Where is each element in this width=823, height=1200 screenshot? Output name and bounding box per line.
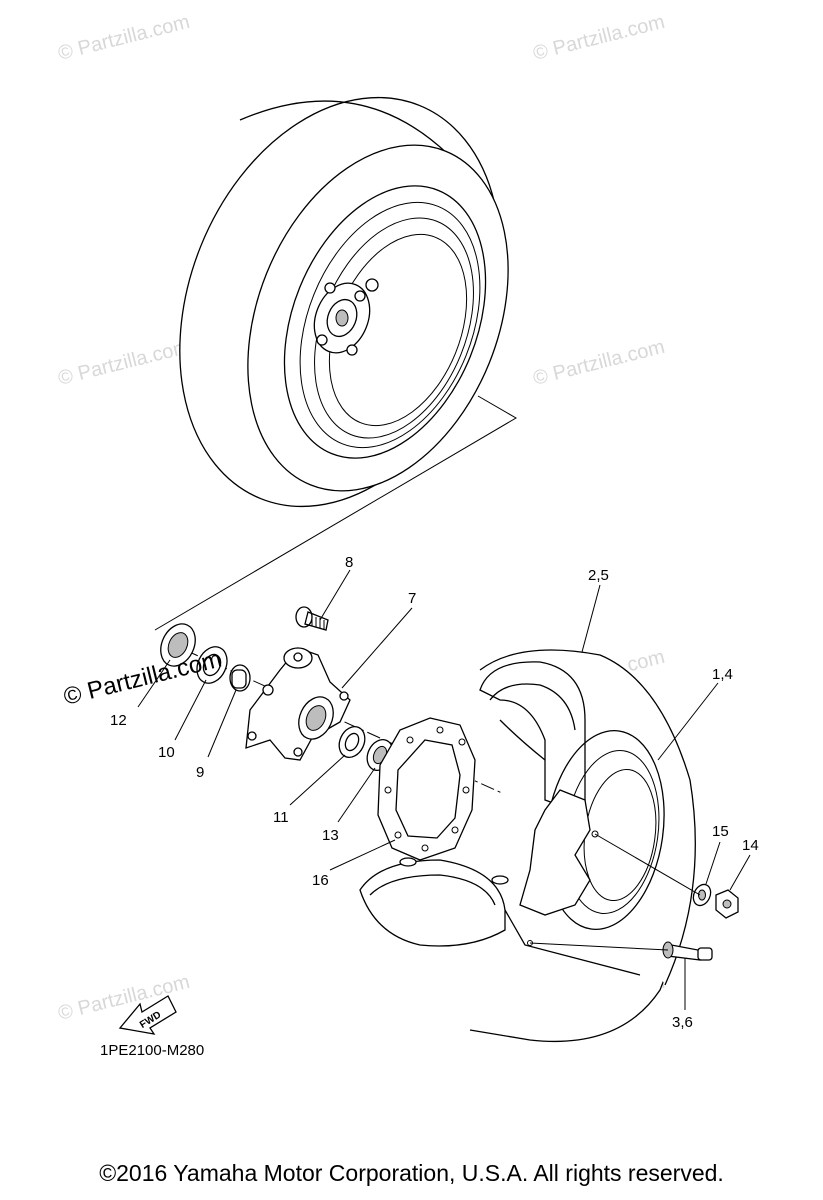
watermark: © Partzilla.com [56, 11, 192, 65]
callout-10: 10 [158, 744, 175, 761]
diagram-code: 1PE2100-M280 [100, 1042, 204, 1059]
callout-9: 9 [196, 764, 204, 781]
callout-8: 8 [345, 554, 353, 571]
callout-13: 13 [322, 827, 339, 844]
callout-14: 14 [742, 837, 759, 854]
callout-16: 16 [312, 872, 329, 889]
callout-15: 15 [712, 823, 729, 840]
callout-2-5: 2,5 [588, 567, 609, 584]
callout-7: 7 [408, 590, 416, 607]
watermark: © Partzilla.com [56, 971, 192, 1025]
fwd-arrow-icon: FWD [118, 995, 177, 1035]
assembled-wheel [154, 96, 517, 631]
callout-11: 11 [273, 809, 289, 826]
watermark: © Partzilla.com [531, 11, 667, 65]
callout-3-6: 3,6 [672, 1014, 693, 1031]
callout-1-4: 1,4 [712, 666, 733, 683]
watermark: © Partzilla.com [531, 336, 667, 390]
exploded-parts [137, 569, 751, 1043]
callout-12: 12 [110, 712, 127, 729]
watermark: © Partzilla.com [56, 336, 192, 390]
copyright-notice: ©2016 Yamaha Motor Corporation, U.S.A. A… [99, 1160, 724, 1186]
callout-labels: 8 7 2,5 1,4 12 10 9 11 13 16 15 14 3,6 [110, 554, 759, 1031]
